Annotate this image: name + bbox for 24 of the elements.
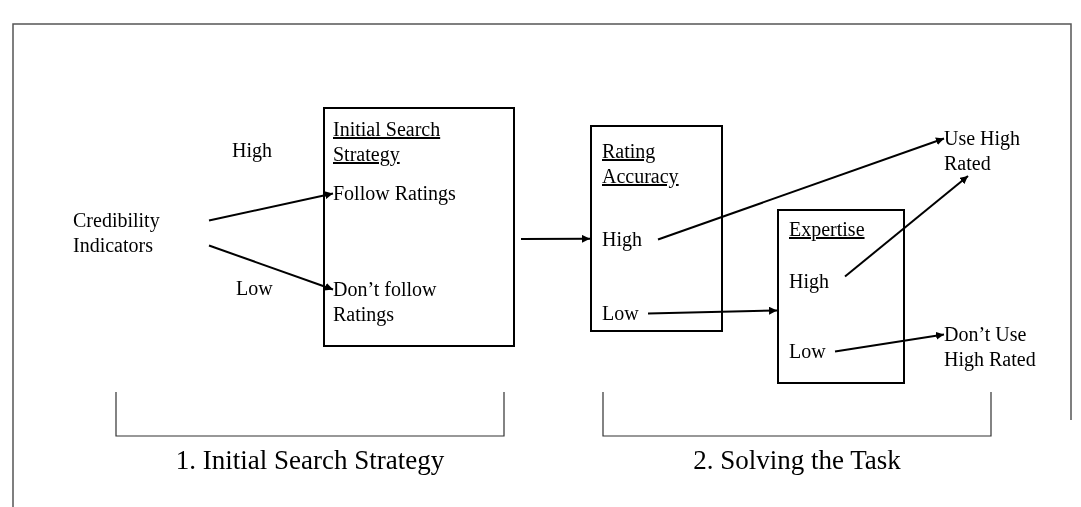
node-text: Use High Rated [944,126,1064,176]
box-heading: Expertise [789,217,866,242]
box-heading: Initial Search Strategy [333,117,442,167]
node-text: High [602,227,652,252]
arrow [844,175,969,278]
section-label: 1. Initial Search Strategy [174,444,446,476]
process-box [590,125,723,332]
node-text: High [789,269,839,294]
node-text: Credibility Indicators [73,208,203,258]
arrow [657,137,945,241]
section-label: 2. Solving the Task [692,444,902,476]
node-text: Don’t Use High Rated [944,322,1056,372]
arrow [208,191,334,222]
arrow [647,306,778,315]
box-heading: Rating Accuracy [602,139,680,189]
arrow [208,244,334,291]
node-text: Don’t follow Ratings [333,277,493,327]
arrow [520,234,591,243]
node-text: Follow Ratings [333,181,503,206]
node-text: Low [789,339,829,364]
process-box [777,209,905,384]
node-text: Low [602,301,642,326]
process-box [323,107,515,347]
arrow [834,331,945,353]
